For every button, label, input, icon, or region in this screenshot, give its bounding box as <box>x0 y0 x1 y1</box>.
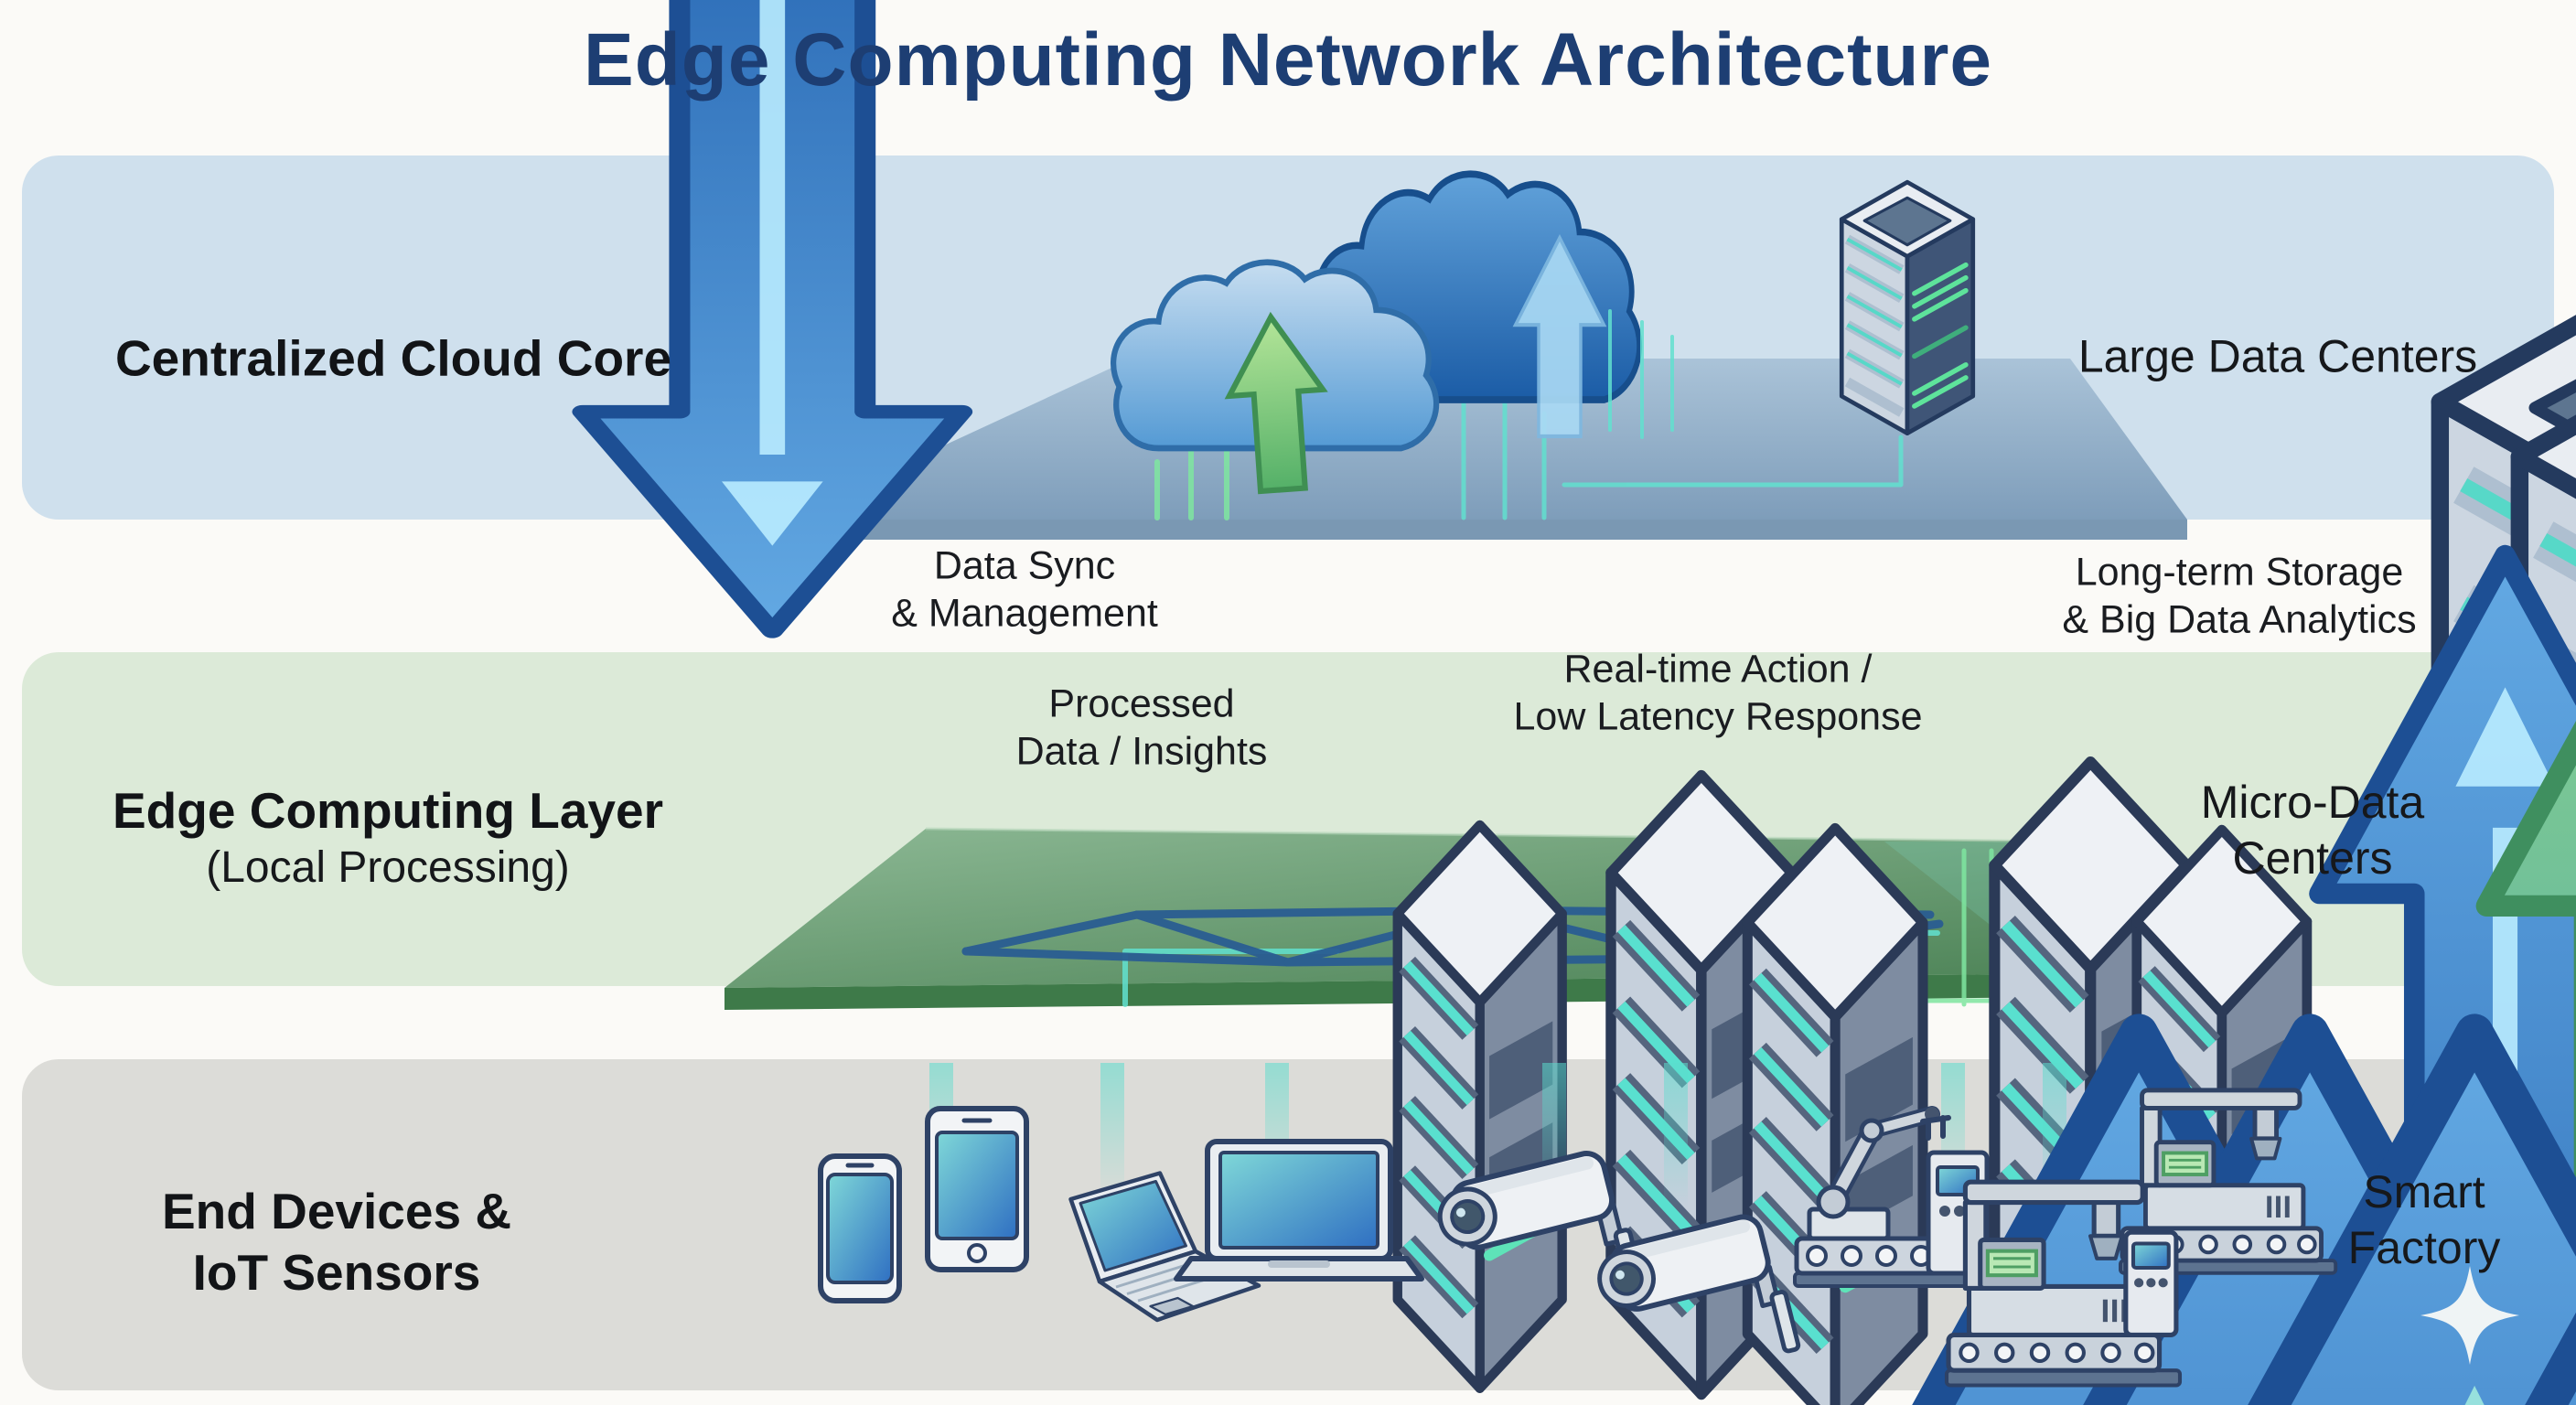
laptop-icon <box>1174 1139 1424 1282</box>
smartphone-icon <box>925 1106 1029 1272</box>
storage-annotation: Long-term Storage & Big Data Analytics <box>2062 550 2417 642</box>
edge-layer-label: Edge Computing Layer (Local Processing) <box>113 782 663 893</box>
server-rack-icon <box>1841 182 1973 434</box>
cctv-camera-icon <box>1597 1214 1801 1354</box>
edge-server-icon <box>1398 825 1562 1389</box>
sparkle-icon <box>2420 1266 2519 1365</box>
page-title: Edge Computing Network Architecture <box>584 17 1992 102</box>
processed-data-annotation: Processed Data / Insights <box>1015 681 1268 774</box>
smart-factory-label: Smart Factory <box>2347 1166 2501 1273</box>
large-data-centers-label: Large Data Centers <box>2077 330 2478 382</box>
smartphone-icon <box>818 1153 902 1303</box>
cloud-light-upload-arrow-icon <box>1224 311 1328 495</box>
device-layer-label: End Devices & IoT Sensors <box>161 1182 512 1301</box>
factory-machine-icon <box>1944 1179 2183 1388</box>
data-sync-annotation: Data Sync & Management <box>891 543 1158 636</box>
micro-data-centers-label: Micro-Data Centers <box>2200 777 2425 884</box>
cloud-dark-upload-arrow-icon <box>1512 234 1674 439</box>
cloud-layer-label: Centralized Cloud Core <box>114 329 672 387</box>
cctv-camera-icon <box>1437 1151 1646 1293</box>
realtime-annotation: Real-time Action / Low Latency Response <box>1513 647 1923 739</box>
